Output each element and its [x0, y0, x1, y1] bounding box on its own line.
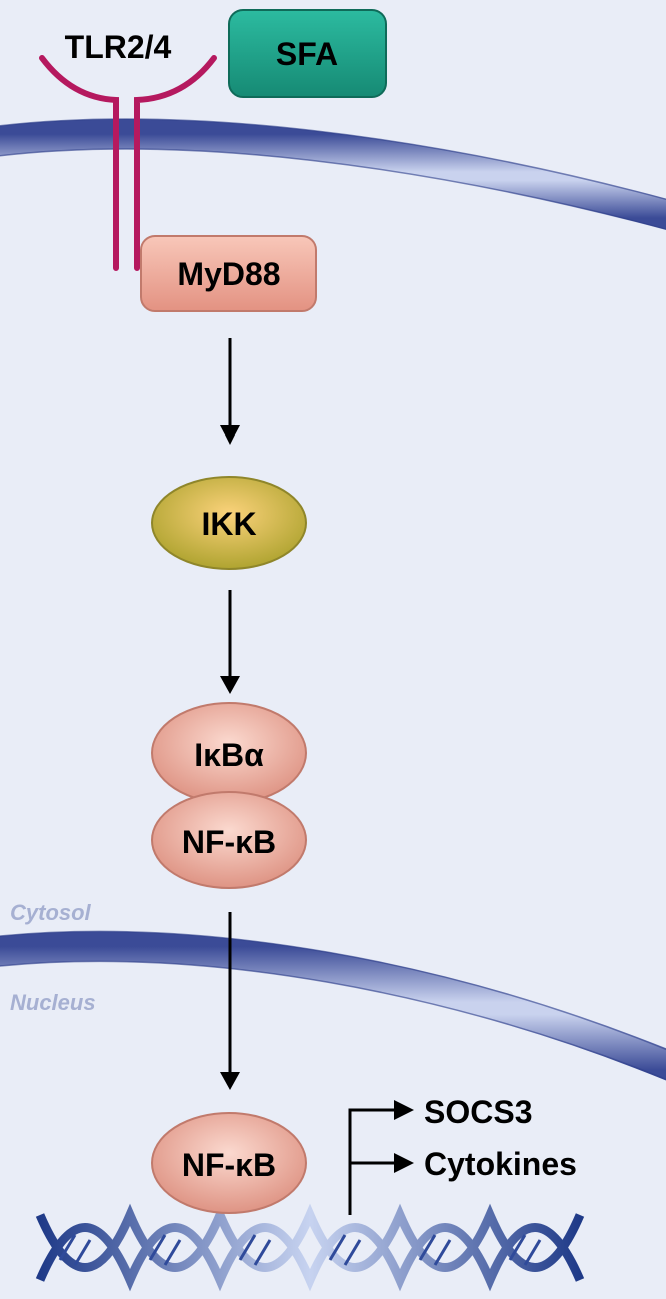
- myd88-box: [140, 235, 317, 312]
- ikk-node: [151, 476, 307, 570]
- ikba-label: IκBα: [194, 737, 264, 773]
- cytosol-label: Cytosol: [10, 900, 92, 925]
- dna-helix: [35, 1203, 585, 1292]
- nucleus-label: Nucleus: [10, 990, 96, 1015]
- ikk-label: IKK: [201, 506, 256, 542]
- transcription-arrows: [348, 1108, 400, 1215]
- tlr-label: TLR2/4: [65, 29, 172, 65]
- sfa-box: [228, 9, 387, 98]
- nfkb-cytosol-label: NF-κB: [182, 824, 276, 860]
- nfkb-nucleus-node: [151, 1112, 307, 1214]
- myd88-label: MyD88: [177, 256, 280, 292]
- tlr-receptor: [39, 55, 217, 271]
- nfkb-cytosol-node: [151, 791, 307, 889]
- sfa-label: SFA: [276, 36, 338, 72]
- target-socs3-label: SOCS3: [424, 1094, 532, 1130]
- plasma-membrane: [0, 119, 666, 230]
- nuclear-membrane: [0, 931, 666, 1081]
- target-cytokines-label: Cytokines: [424, 1146, 577, 1182]
- nfkb-nucleus-label: NF-κB: [182, 1147, 276, 1183]
